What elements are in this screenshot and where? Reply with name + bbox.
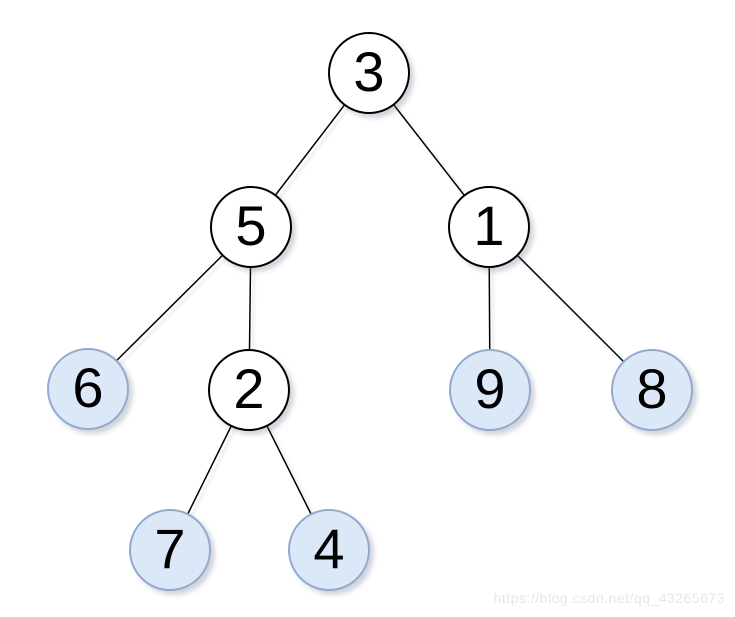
tree-edges <box>87 72 653 551</box>
node-label-1: 1 <box>473 194 505 257</box>
tree-node-6: 6 <box>47 348 129 430</box>
node-label-2: 2 <box>233 357 265 420</box>
node-label-4: 4 <box>313 517 345 580</box>
node-label-7: 7 <box>154 517 186 580</box>
tree-node-4: 4 <box>288 509 370 591</box>
tree-node-1: 1 <box>448 186 530 268</box>
tree-node-5: 5 <box>210 186 292 268</box>
node-label-8: 8 <box>636 357 668 420</box>
node-label-3: 3 <box>353 40 385 103</box>
watermark-text: https://blog.csdn.net/qq_43265673 <box>493 590 725 606</box>
tree-node-7: 7 <box>129 509 211 591</box>
tree-node-2: 2 <box>208 349 290 431</box>
tree-node-8: 8 <box>611 349 693 431</box>
node-label-6: 6 <box>72 356 104 419</box>
tree-node-3: 3 <box>328 32 410 114</box>
node-label-5: 5 <box>235 194 267 257</box>
tree-node-9: 9 <box>449 349 531 431</box>
node-label-9: 9 <box>474 357 506 420</box>
